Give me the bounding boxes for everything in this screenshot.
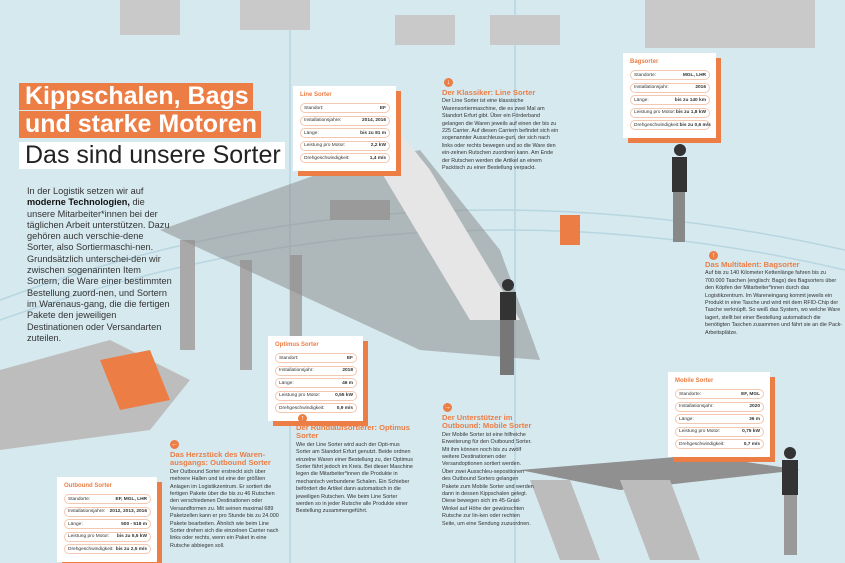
card-title: Outbound Sorter (64, 483, 112, 489)
card-title: Optimus Sorter (275, 342, 319, 348)
subtitle: Das sind unsere Sorter (19, 142, 285, 169)
optimus-sorter-card: Optimus Sorter Standort:EF Installations… (268, 336, 363, 421)
spec-row: Länge:46 m (275, 378, 357, 389)
spec-row: Drehgeschwindigkeit:0,9 m/s (275, 403, 357, 414)
arrow-right-icon: → (443, 403, 452, 412)
spec-row: Installationsjahre:2014, 2016 (300, 115, 390, 126)
spec-row: Länge:bis zu 81 m (300, 128, 390, 139)
card-title: Mobile Sorter (675, 378, 714, 384)
spec-row: Standort:EF (300, 103, 390, 113)
arrow-left-icon: ← (170, 440, 179, 449)
spec-row: Leistung pro Motor:bis zu 1,8 kW (630, 107, 710, 118)
outbound-sorter-card: Outbound Sorter Standorte:EF, MGL, LHR I… (57, 477, 157, 562)
spec-row: Länge:500 - 518 m (64, 519, 151, 530)
spec-row: Leistung pro Motor:2,2 kW (300, 140, 390, 151)
intro-text: In der Logistik setzen wir auf moderne T… (27, 186, 172, 343)
line-sorter-card: Line Sorter Standort:EF Installationsjah… (293, 86, 396, 171)
card-title: Line Sorter (300, 92, 332, 98)
spec-row: Standorte:MGL, LHR (630, 70, 710, 80)
spec-row: Leistung pro Motor:0,55 kW (275, 390, 357, 401)
spec-row: Installationsjahr:2016 (630, 82, 710, 93)
title-line-1: Kippschalen, Bags (19, 83, 253, 110)
spec-row: Installationsjahr:2018 (275, 365, 357, 376)
bagsorter-card: Bagsorter Standorte:MGL, LHR Installatio… (623, 53, 716, 138)
title-line-2: und starke Motoren (19, 111, 261, 138)
spec-row: Länge:bis zu 140 km (630, 95, 710, 106)
card-title: Bagsorter (630, 59, 659, 65)
herzstueck-text: Das Herzstück des Waren-ausgangs: Outbou… (170, 450, 279, 549)
arrow-down-icon: ↓ (444, 78, 453, 87)
spec-row: Leistung pro Motor:0,75 kW (675, 426, 764, 437)
spec-row: Drehgeschwindigkeit:bis zu 0,6 m/s (630, 120, 711, 131)
spec-row: Standorte:EF, MGL (675, 389, 764, 399)
spec-row: Leistung pro Motor:bis zu 5,5 kW (64, 531, 151, 542)
unterstuetzer-text: Der Unterstützer im Outbound: Mobile Sor… (442, 413, 534, 527)
spec-row: Standorte:EF, MGL, LHR (64, 494, 151, 504)
worker-figure (500, 144, 798, 555)
arrow-up-icon: ↑ (298, 414, 307, 423)
arrow-up-icon: ↑ (709, 251, 718, 260)
spec-row: Standort:EF (275, 353, 357, 363)
spec-row: Länge:36 m (675, 414, 764, 425)
spec-row: Installationsjahr:2020 (675, 401, 764, 412)
spec-row: Drehgeschwindigkeit:0,7 m/s (675, 439, 764, 450)
spec-row: Installationsjahre:2012, 2013, 2016 (64, 506, 151, 517)
mobile-sorter-card: Mobile Sorter Standorte:EF, MGL Installa… (668, 372, 770, 457)
spec-row: Drehgeschwindigkeit:bis zu 2,5 m/s (64, 544, 151, 555)
spec-row: Drehgeschwindigkeit:1,4 m/s (300, 153, 390, 164)
